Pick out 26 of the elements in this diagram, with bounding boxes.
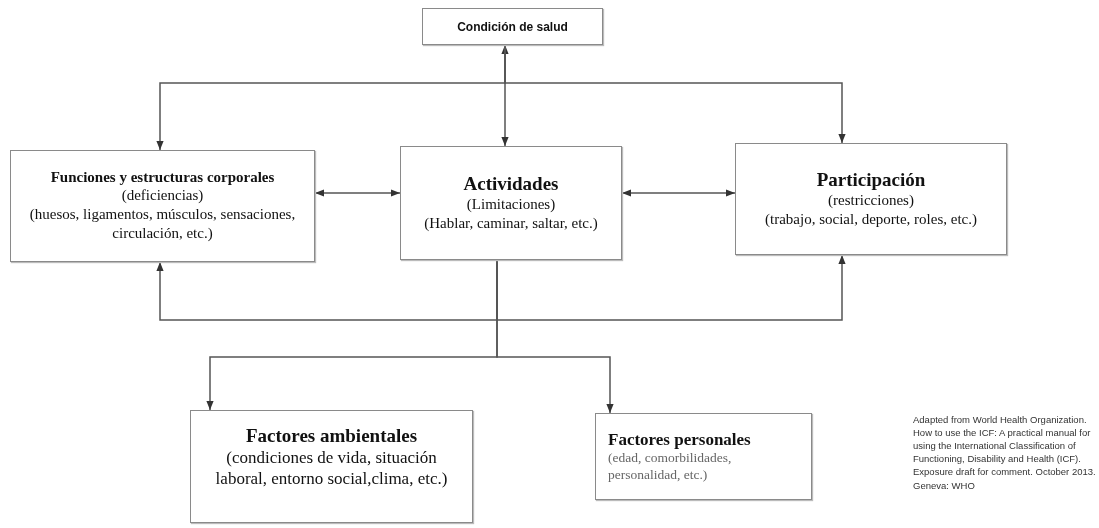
box-heading: Funciones y estructuras corporales (50, 169, 275, 187)
box-text: (trabajo, social, deporte, roles, etc.) (765, 210, 977, 229)
box-text: (Limitaciones) (466, 195, 556, 214)
box-text: (condiciones de vida, situación laboral, entorno social,clima, etc.) (214, 447, 449, 490)
arrow (496, 254, 846, 321)
arrow (621, 189, 736, 197)
arrow (496, 259, 614, 414)
box-heading: Condición de salud (457, 19, 568, 34)
box-text: (Hablar, caminar, saltar, etc.) (424, 214, 598, 233)
concept-box (10, 150, 315, 262)
concept-box (735, 143, 1007, 255)
concept-box (400, 146, 622, 260)
arrow (504, 44, 846, 144)
box-heading: Factores personales (608, 429, 751, 450)
box-text: (deficiencias) (121, 186, 204, 206)
box-heading: Participación (816, 169, 926, 192)
arrow (314, 189, 401, 197)
box-text: (huesos, ligamentos, músculos, sensaciones, circulación, etc.) (28, 205, 297, 243)
box-text: (restricciones) (828, 191, 914, 210)
source-note: Adapted from World Health Organization. How to use the ICF: A practical manual for using the International Classification of Functioning, Disability and Health (ICF). Exposure draft for comment. October 2013. Geneva: WHO (913, 413, 1097, 492)
box-heading: Factores ambientales (245, 425, 418, 447)
concept-box (422, 8, 603, 45)
concept-box (190, 410, 473, 523)
concept-box (595, 413, 812, 500)
box-text: (edad, comorbilidades, personalidad, etc.) (608, 449, 733, 484)
box-heading: Actividades (463, 173, 559, 196)
